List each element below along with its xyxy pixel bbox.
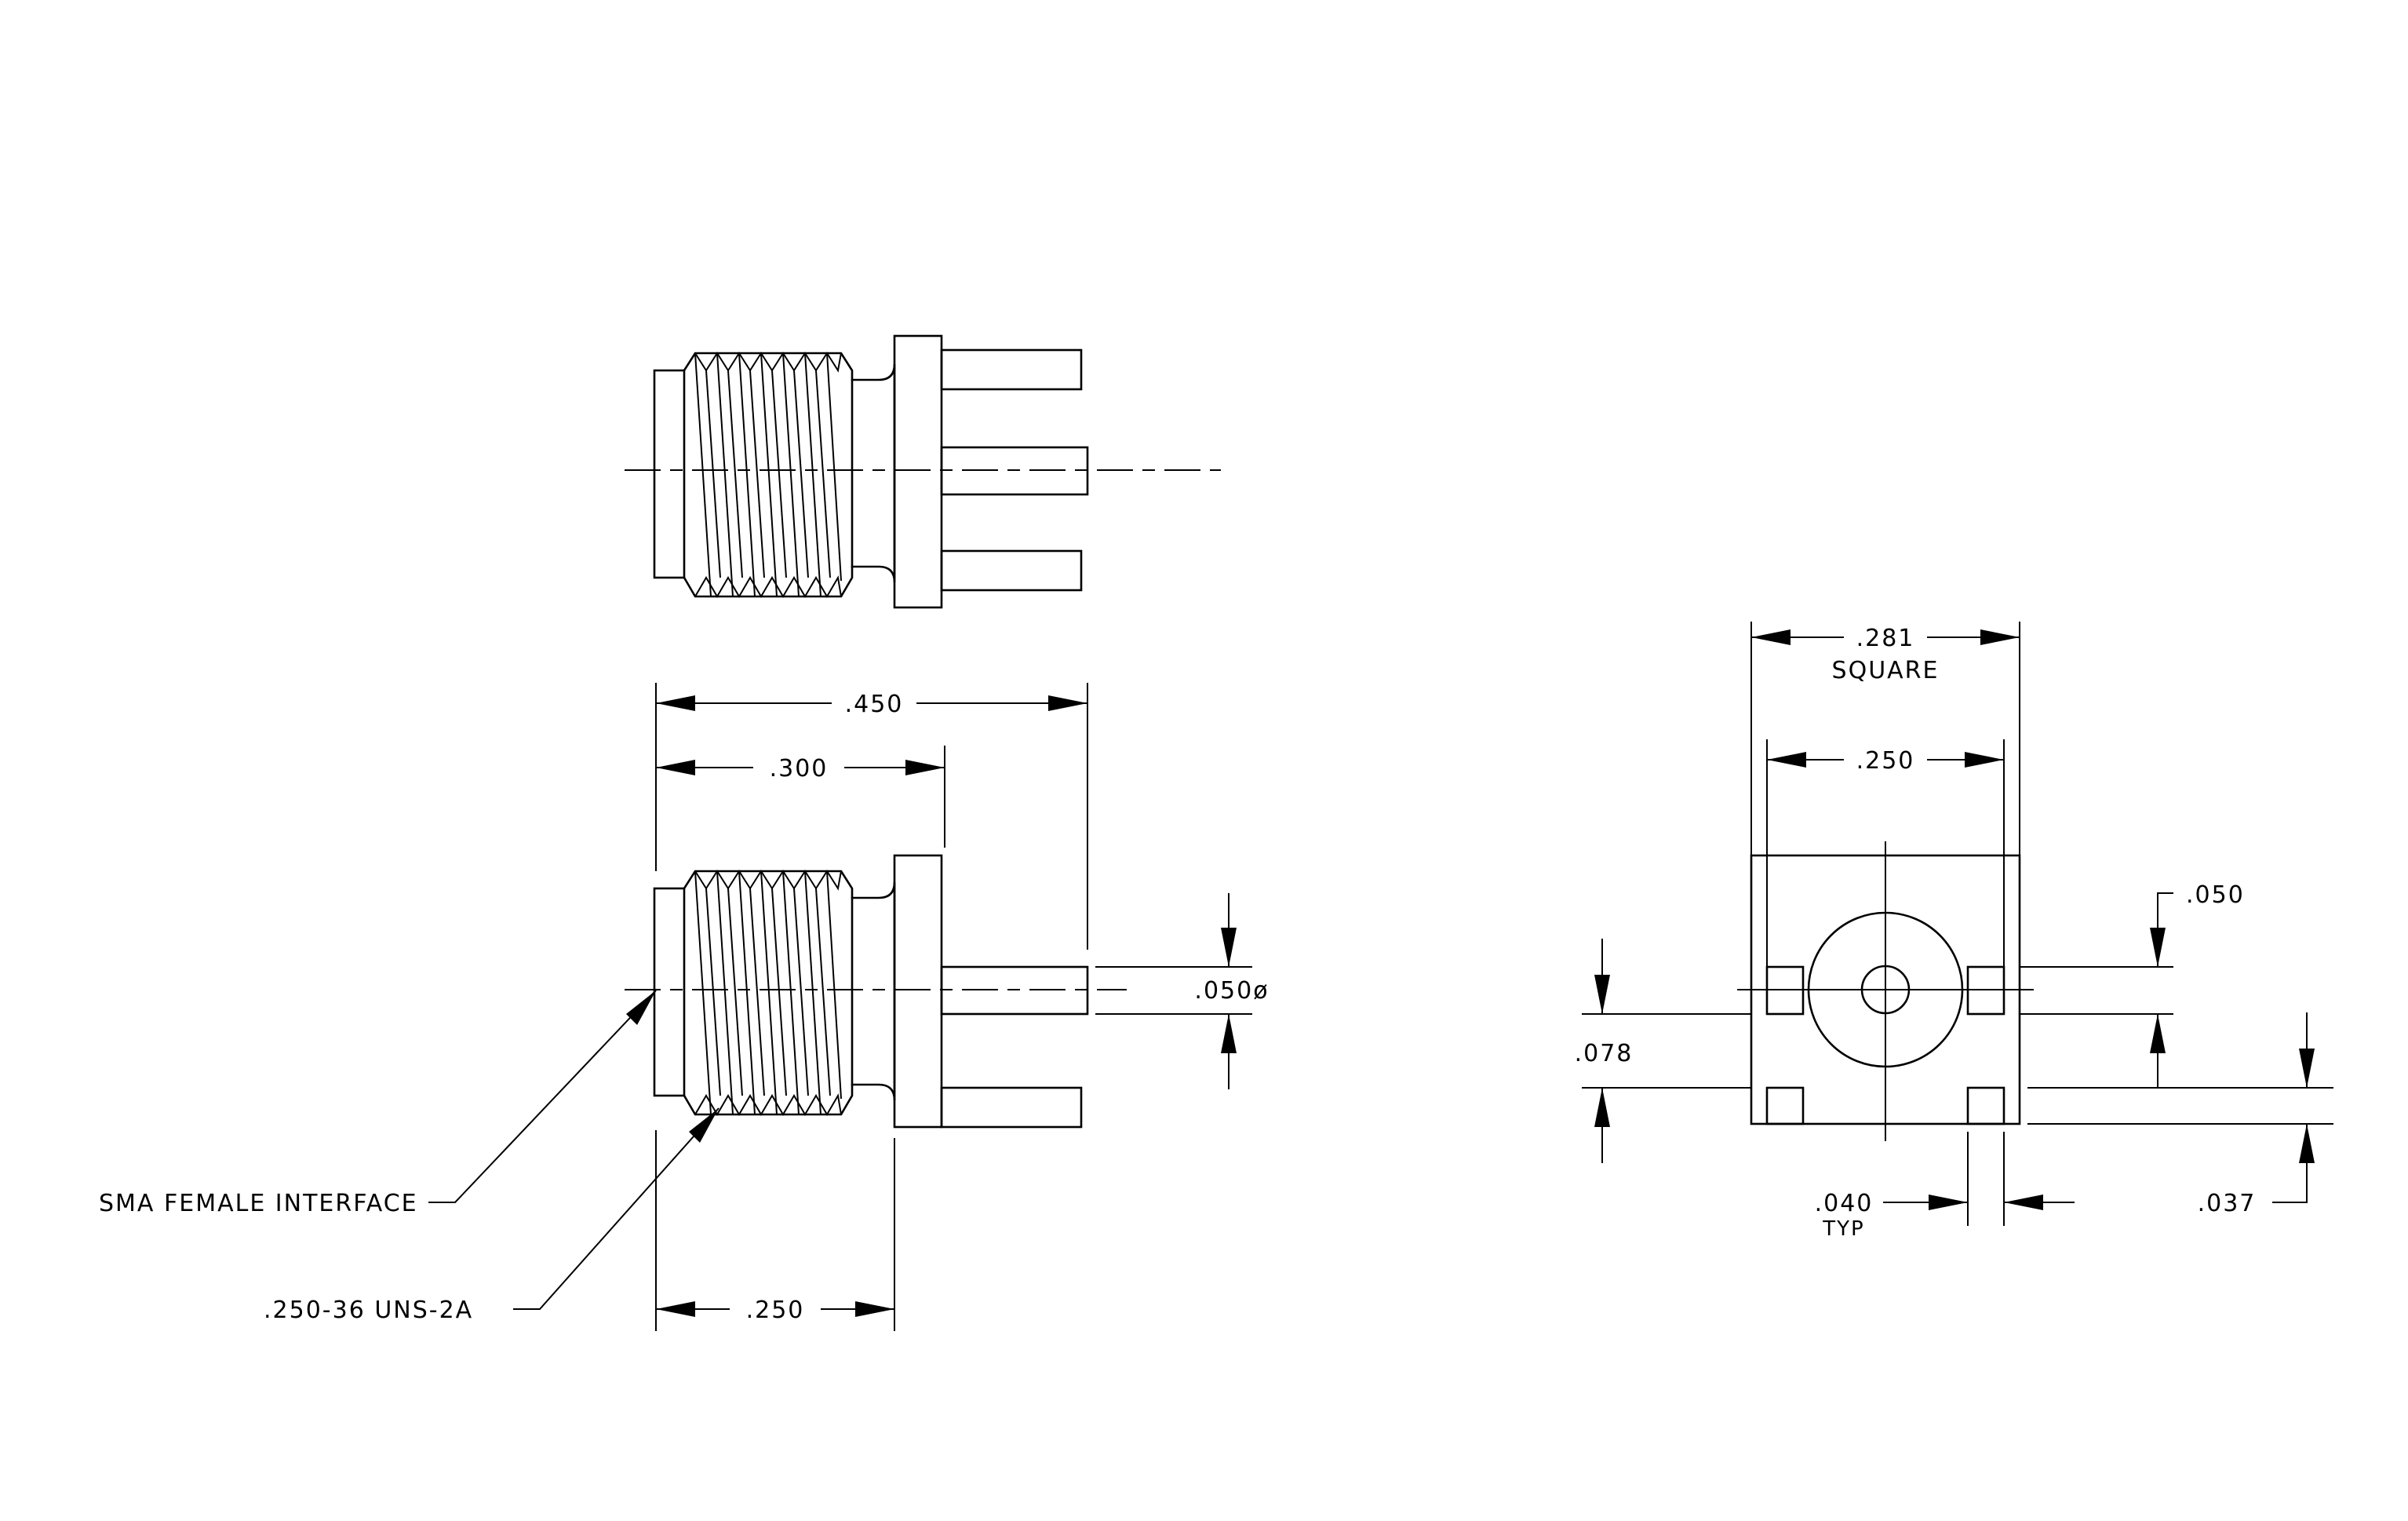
- dim-thread-length: .300: [770, 755, 829, 782]
- callout-thread: .250-36 UNS-2A: [264, 1297, 473, 1324]
- dim-pin-width: .040: [1815, 1190, 1874, 1217]
- dim-base-offset: .037: [2198, 1190, 2257, 1217]
- top-side-view: [625, 334, 1221, 609]
- side-dimension-view: .450 .300 .050ø .250 SMA FEMALE INTERFAC…: [99, 683, 1269, 1331]
- dim-square-label: SQUARE: [1832, 657, 1940, 684]
- dim-leg-height: .078: [1575, 1040, 1634, 1067]
- dim-overall-length: .450: [845, 691, 904, 718]
- dim-pin-offset: .050: [2186, 881, 2245, 909]
- end-view: .281 SQUARE .250 .050 .078 .040 TYP .037: [1575, 622, 2333, 1241]
- dim-square-size: .281: [1856, 625, 1915, 652]
- dim-pin-diameter: .050ø: [1194, 977, 1269, 1005]
- dim-body-length: .250: [746, 1297, 805, 1324]
- dim-pin-spacing: .250: [1856, 747, 1915, 775]
- dim-pin-width-note: TYP: [1822, 1217, 1864, 1241]
- callout-interface: SMA FEMALE INTERFACE: [99, 1190, 418, 1217]
